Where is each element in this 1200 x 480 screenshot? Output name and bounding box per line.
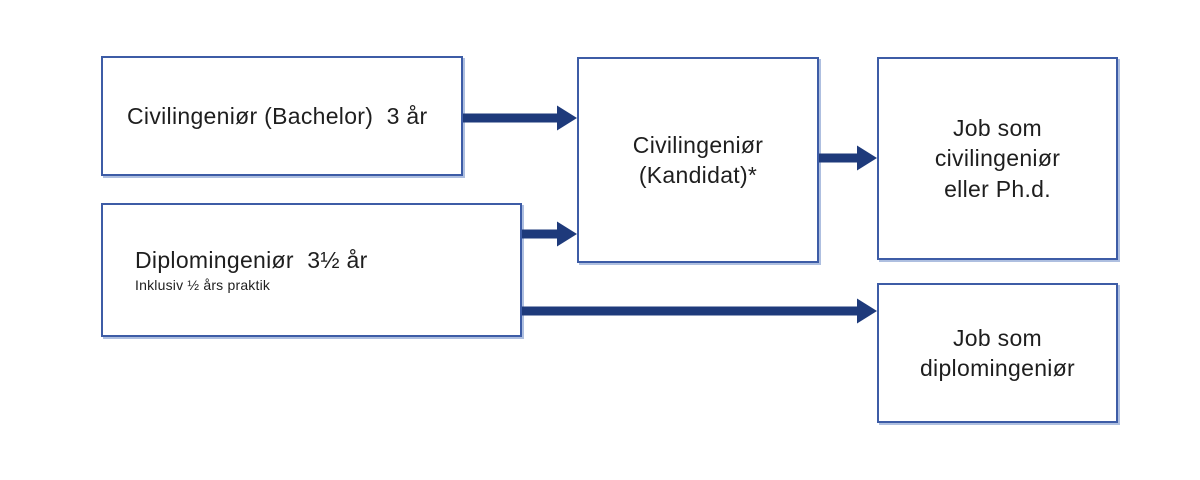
arrow-diplom-to-job-icon	[522, 298, 877, 324]
box-title: Civilingeniør (Kandidat)*	[632, 131, 764, 188]
box-civilingenior-bachelor: Civilingeniør (Bachelor) 3 år	[101, 56, 463, 176]
box-diplomingenior: Diplomingeniør 3½ år Inklusiv ½ års prak…	[101, 203, 522, 337]
box-job-som-diplomingenior: Job som diplomingeniør	[877, 283, 1118, 423]
arrow-diplom-to-kandidat-icon	[522, 221, 577, 247]
arrow-kandidat-to-job-icon	[819, 145, 877, 171]
box-job-som-civilingenior: Job som civilingeniør eller Ph.d.	[877, 57, 1118, 260]
box-title: Diplomingeniør 3½ år	[135, 247, 368, 274]
box-title: Civilingeniør (Bachelor) 3 år	[127, 102, 428, 129]
arrow-bachelor-to-kandidat-icon	[463, 105, 577, 131]
box-title: Job som civilingeniør eller Ph.d.	[934, 114, 1061, 202]
box-subtitle: Inklusiv ½ års praktik	[135, 277, 271, 294]
box-title: Job som diplomingeniør	[919, 324, 1076, 381]
box-civilingenior-kandidat: Civilingeniør (Kandidat)*	[577, 57, 819, 263]
